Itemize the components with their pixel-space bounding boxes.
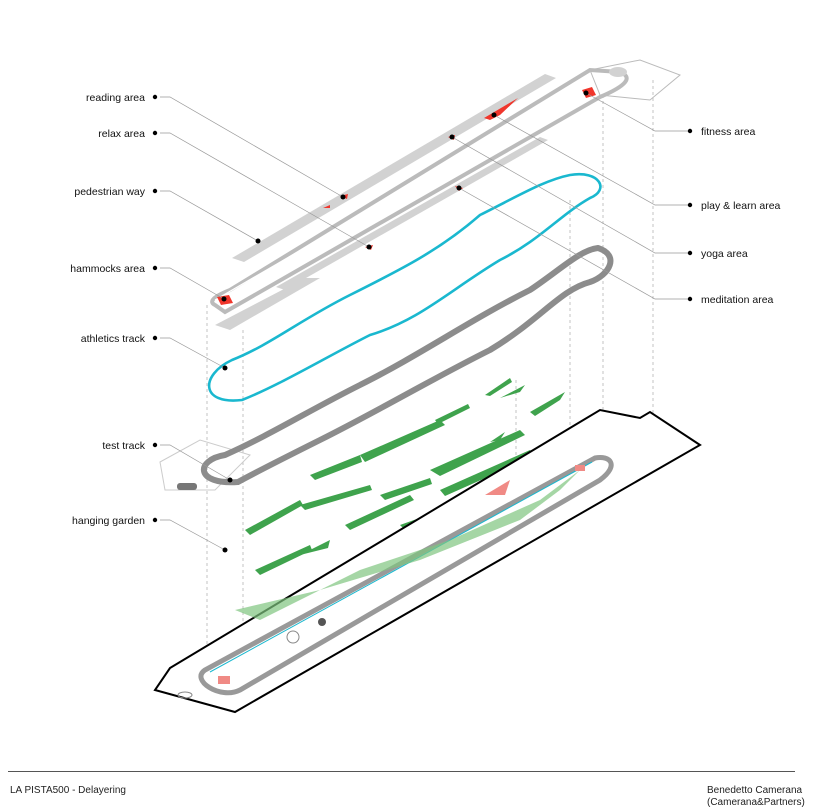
label-test-track: test track (102, 440, 145, 452)
athletics-track (207, 172, 602, 402)
footer-title: LA PISTA500 - Delayering (10, 785, 126, 796)
label-play-learn-area: play & learn area (701, 200, 781, 212)
activity-layer (210, 59, 681, 330)
test-track (159, 244, 614, 491)
base-plan (153, 408, 702, 714)
footer-firm: (Camerana&Partners) (707, 797, 805, 808)
label-pedestrian-way: pedestrian way (74, 186, 145, 198)
label-reading-area: reading area (86, 92, 145, 104)
label-yoga-area: yoga area (701, 248, 748, 260)
label-meditation-area: meditation area (701, 294, 774, 306)
footer-credits: Benedetto Camerana (Camerana&Partners) (707, 785, 805, 809)
label-hanging-garden: hanging garden (72, 515, 145, 527)
footer-author: Benedetto Camerana (707, 785, 803, 796)
label-hammocks-area: hammocks area (70, 263, 145, 275)
label-fitness-area: fitness area (701, 126, 755, 138)
label-relax-area: relax area (98, 128, 145, 140)
projection-lines (206, 80, 654, 650)
leader-lines (160, 92, 690, 551)
footer-divider (8, 771, 795, 772)
label-athletics-track: athletics track (81, 333, 146, 345)
leader-dots (152, 90, 693, 553)
